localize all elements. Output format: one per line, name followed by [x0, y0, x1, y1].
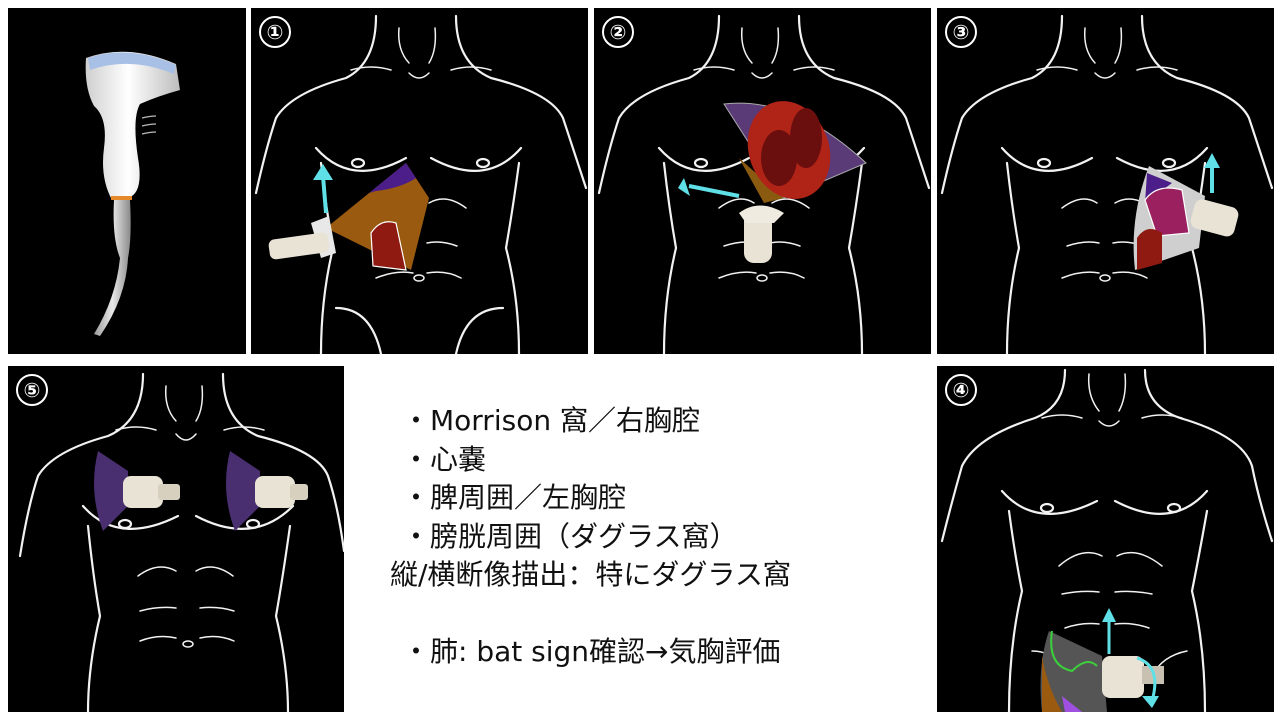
probe-right-icon — [226, 451, 308, 531]
probe-image-panel — [8, 8, 246, 354]
step-number-1: ① — [259, 16, 291, 48]
torso-outline-icon — [940, 368, 1274, 712]
rotate-arrow-icon — [1136, 656, 1157, 702]
torso-outline-icon — [940, 14, 1274, 354]
step-number-2: ② — [602, 16, 634, 48]
fast-exam-notes: ・Morrison 窩／右胸腔 ・心嚢 ・脾周囲／左胸腔 ・膀胱周囲（ダグラス窩… — [390, 402, 922, 672]
note-spacer — [402, 595, 922, 634]
probe-left-icon — [94, 451, 180, 531]
note-morrison: ・Morrison 窩／右胸腔 — [402, 404, 700, 437]
ultrasound-probe-icon — [85, 51, 180, 336]
scan-panel-4-douglas: ④ — [937, 366, 1274, 712]
note-pericardium: ・心嚢 — [402, 442, 487, 476]
scan-panel-2-pericardium: ② — [594, 8, 931, 354]
note-views: 縦/横断像描出：特にダグラス窩 — [390, 558, 791, 591]
scan-panel-3-spleen: ③ — [937, 8, 1274, 354]
direction-arrow-icon — [321, 175, 328, 214]
torso-outline-icon — [597, 14, 931, 354]
torso-outline-icon — [254, 14, 588, 354]
step-number-3: ③ — [945, 16, 977, 48]
note-spleen: ・脾周囲／左胸腔 — [402, 481, 627, 514]
note-bladder: ・膀胱周囲（ダグラス窩） — [402, 519, 738, 553]
note-lung: ・肺: bat sign確認→気胸評価 — [402, 635, 781, 668]
scan-panel-5-lung: ⑤ — [8, 366, 344, 712]
step-number-5: ⑤ — [16, 374, 48, 406]
torso-outline-icon — [18, 372, 344, 712]
direction-arrow-icon — [688, 184, 740, 198]
step-number-4: ④ — [945, 374, 977, 406]
scan-panel-1-morrison: ① — [251, 8, 588, 354]
